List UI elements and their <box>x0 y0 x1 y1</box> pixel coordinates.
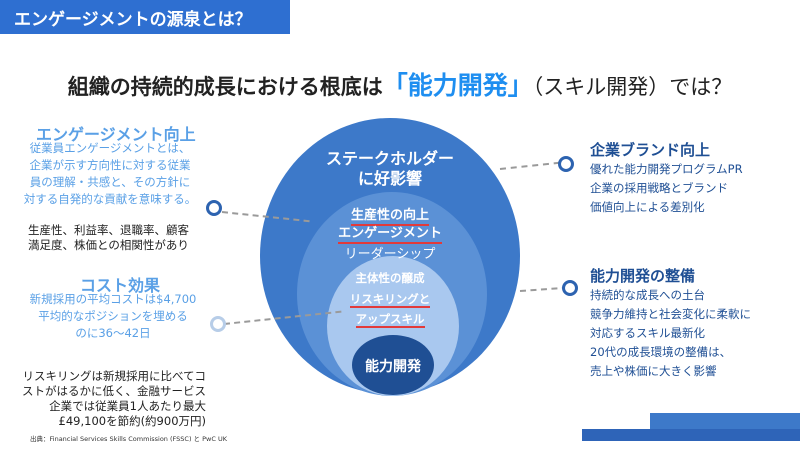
connector-dot-brand <box>558 156 574 172</box>
cost-heading: コスト効果 <box>80 276 161 295</box>
brand-heading: 企業ブランド向上 <box>590 141 711 159</box>
core-circle <box>352 335 434 395</box>
connector-dot-engagement <box>206 200 222 216</box>
third-circle-line-1: 主体性の醸成 <box>355 271 425 285</box>
decorative-bar-upper <box>650 413 800 433</box>
development-line: 持続的な成長への土台 <box>590 288 705 302</box>
engagement-correlation: 生産性、利益率、退職率、顧客 満足度、株価との相関性があり <box>28 223 189 253</box>
source-note: 出典：Financial Services Skills Commission … <box>30 435 227 443</box>
main-title-highlight: 「能力開発」 <box>382 71 533 100</box>
connector-development <box>519 286 568 292</box>
outer-circle-line-1: ステークホルダー <box>325 149 454 168</box>
main-title: 組織の持続的成長における根底は「能力開発」（スキル開発）では？ <box>0 66 800 102</box>
engagement-line: 従業員エンゲージメントとは、 <box>29 141 191 155</box>
development-line: 20代の成長環境の整備は、 <box>590 345 732 359</box>
connector-dot-development <box>562 280 578 296</box>
engagement-line: 員の理解・共感と、その方針に <box>29 175 191 189</box>
cost-line: 平均的なポジションを埋める <box>38 309 188 323</box>
second-circle-line-2: エンゲージメント <box>300 222 480 244</box>
main-title-suffix: （スキル開発）では？ <box>532 75 733 99</box>
correlation-line: 満足度、株価との相関性があり <box>28 238 189 252</box>
development-line: 対応するスキル最新化 <box>590 326 705 340</box>
cost-description: 新規採用の平均コストは$4,700 平均的なポジションを埋める のに36～42日 <box>8 291 218 342</box>
development-description: 持続的な成長への土台 競争力維持と社会変化に柔軟に 対応するスキル最新化 20代… <box>590 286 751 381</box>
third-circle-line-3: アップスキル <box>320 311 460 328</box>
engagement-line: 対する自発的な貢献を意味する。 <box>23 192 197 206</box>
outer-circle-line-2: に好影響 <box>357 169 422 188</box>
brand-line: 価値向上による差別化 <box>590 200 705 214</box>
third-circle-label-2: リスキリングと <box>349 292 431 308</box>
brand-description: 優れた能力開発プログラムPR 企業の採用戦略とブランド 価値向上による差別化 <box>590 160 743 217</box>
reskilling-line: 企業では従業員1人あたり最大 <box>49 399 206 413</box>
reskilling-note: リスキリングは新規採用に比べてコ ストがはるかに低く、金融サービス 企業では従業… <box>6 369 206 429</box>
main-title-prefix: 組織の持続的成長における根底は <box>67 75 383 99</box>
reskilling-line: ストがはるかに低く、金融サービス <box>22 384 206 398</box>
brand-line: 企業の採用戦略とブランド <box>590 181 728 195</box>
page-title: エンゲージメントの源泉とは？ <box>14 10 252 30</box>
reskilling-line: £49,100を節約(約900万円) <box>58 414 206 428</box>
engagement-description: 従業員エンゲージメントとは、 企業が示す方向性に対する従業 員の理解・共感と、そ… <box>10 140 210 208</box>
header-bar <box>0 0 290 34</box>
second-circle-line-1: 生産性の向上 <box>300 204 480 226</box>
development-line: 競争力維持と社会変化に柔軟に <box>590 307 751 321</box>
brand-line: 優れた能力開発プログラムPR <box>590 162 743 176</box>
core-label: 能力開発 <box>365 359 421 375</box>
development-heading: 能力開発の整備 <box>590 267 696 285</box>
second-circle-label-1: 生産性の向上 <box>350 208 429 226</box>
third-circle-label-3: アップスキル <box>355 312 425 328</box>
third-circle-line-2: リスキリングと <box>320 291 460 308</box>
decorative-bar-lower <box>582 429 800 441</box>
cost-line: のに36～42日 <box>75 326 151 340</box>
engagement-heading: エンゲージメント向上 <box>36 125 196 144</box>
connector-brand <box>499 161 560 170</box>
connector-dot-cost <box>210 316 226 332</box>
cost-line: 新規採用の平均コストは$4,700 <box>29 292 197 306</box>
correlation-line: 生産性、利益率、退職率、顧客 <box>28 223 189 237</box>
second-circle-label-2: エンゲージメント <box>338 226 442 244</box>
engagement-line: 企業が示す方向性に対する従業 <box>29 158 191 172</box>
second-circle-line-3: リーダーシップ <box>344 247 436 262</box>
reskilling-line: リスキリングは新規採用に比べてコ <box>22 369 206 383</box>
development-line: 売上や株価に大きく影響 <box>590 364 717 378</box>
